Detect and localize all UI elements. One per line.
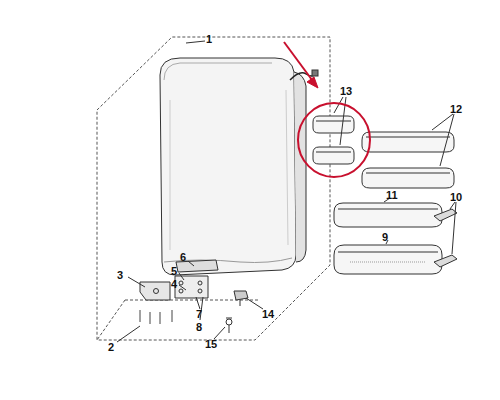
callout-number: 5 (171, 266, 177, 277)
callout-number: 4 (171, 279, 177, 290)
callout-number: 12 (450, 104, 462, 115)
callout-number: 1 (206, 34, 212, 45)
callout-number: 15 (205, 339, 217, 350)
callout-number: 9 (382, 232, 388, 243)
callout-number: 13 (340, 86, 352, 97)
callout-number: 10 (450, 192, 462, 203)
callout-number: 6 (180, 252, 186, 263)
callout-number: 2 (108, 342, 114, 353)
callout-number: 7 (196, 309, 202, 320)
callout-number: 11 (386, 190, 398, 201)
callout-number: 14 (262, 309, 274, 320)
callout-number: 8 (196, 322, 202, 333)
callout-number: 3 (117, 270, 123, 281)
